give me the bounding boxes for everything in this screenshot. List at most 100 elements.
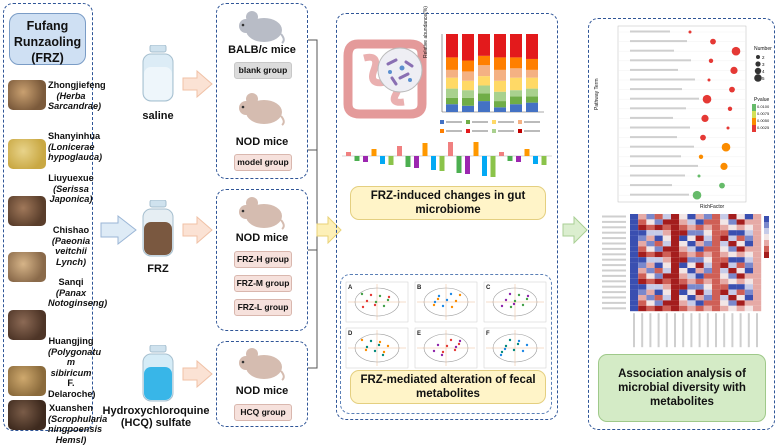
column-label-line (723, 313, 726, 348)
heatmap-cell (744, 300, 753, 306)
heatmap-cell (720, 251, 729, 258)
heatmap-cell (687, 230, 696, 236)
heatmap-cell (671, 284, 680, 290)
heatmap-cell (695, 278, 704, 285)
pca-point (509, 305, 513, 309)
heatmap-cell (679, 230, 688, 236)
heatmap-cell (654, 268, 663, 274)
pca-point (432, 303, 436, 307)
pca-panel-label: F (486, 331, 490, 337)
heatmap-cell (695, 289, 704, 295)
heatmap-cell (744, 289, 753, 295)
heatmap-cell (695, 268, 704, 274)
pathway-bubble (688, 30, 692, 34)
column-label-line (747, 313, 750, 348)
heatmap-key-step (764, 240, 769, 246)
heatmap-cell (662, 251, 671, 258)
column-label-line (665, 313, 668, 348)
heatmap-cell (654, 295, 663, 301)
pca-point (503, 347, 507, 351)
legend-text-line (446, 121, 462, 123)
pathway-label-line (630, 59, 691, 62)
size-legend-dot (754, 74, 762, 82)
herb-pinyin: Huangjing (48, 336, 94, 346)
control-mice-box (216, 3, 308, 179)
heatmap-cell (753, 300, 762, 306)
heatmap-cell (630, 268, 639, 274)
heatmap-cell (654, 235, 663, 241)
heatmap-cell (712, 235, 721, 241)
bar-segment (446, 34, 458, 58)
herb-image (8, 139, 46, 169)
bar-segment (510, 68, 522, 78)
legend-swatch (518, 120, 522, 124)
herb-latin: (Lonicerae hypoglauca) (48, 141, 103, 163)
pathway-label-line (630, 97, 699, 100)
association-arrow-icon (562, 216, 588, 244)
row-label-line (602, 242, 626, 245)
heatmap-cell (712, 214, 721, 220)
bar-segment (526, 69, 538, 78)
legend-swatch (518, 129, 522, 133)
heatmap-cell (671, 224, 680, 231)
lda-bar (541, 156, 547, 165)
pca-point (360, 292, 364, 296)
heatmap-cell (671, 257, 680, 263)
heatmap-cell (679, 214, 688, 220)
row-label-line (602, 226, 626, 229)
heatmap-cell (687, 224, 696, 231)
saline-arrow-icon (182, 70, 213, 98)
heatmap-cell (753, 295, 762, 301)
heatmap-cell (736, 273, 745, 279)
heatmap-cell (736, 289, 745, 295)
bar-segment (462, 105, 474, 112)
heatmap-cell (646, 235, 655, 241)
lda-bar (490, 156, 496, 177)
column-label-line (731, 313, 734, 348)
heatmap-cell (712, 268, 721, 274)
heatmap-cell (728, 284, 737, 290)
heatmap-cell (744, 246, 753, 252)
heatmap-cell (728, 273, 737, 279)
row-label-line (602, 285, 626, 288)
bracket-connector (308, 39, 318, 369)
heatmap-cell (728, 289, 737, 295)
bar-segment (494, 101, 506, 108)
herb-name: Shanyinhua(Lonicerae hypoglauca) (48, 131, 102, 163)
heatmap-key-step (764, 222, 769, 228)
lda-bar (448, 142, 453, 156)
herb-pinyin: Shanyinhua (48, 131, 101, 141)
herb-authority: F. Delaroche) (48, 378, 96, 399)
heatmap-cell (736, 300, 745, 306)
stacked-bar-chart (441, 34, 544, 113)
mouse-icon (239, 348, 285, 381)
heatmap-cell (703, 268, 712, 274)
heatmap-cell (679, 246, 688, 252)
row-label-line (602, 280, 626, 283)
heatmap-cell (630, 224, 639, 231)
heatmap-cell (638, 251, 647, 258)
legend-swatch (492, 120, 496, 124)
frz-l-group-badge: FRZ-L group (234, 299, 292, 316)
hcq-bottle-icon (142, 345, 174, 402)
row-label-line (602, 291, 626, 294)
pca-point (500, 350, 504, 354)
heatmap-cell (679, 284, 688, 290)
heatmap-cell (671, 246, 680, 252)
heatmap-cell (638, 268, 647, 274)
bar-segment (462, 80, 474, 91)
bar-segment (478, 34, 490, 56)
heatmap-key-step (764, 234, 769, 240)
heatmap-cell (671, 289, 680, 295)
lda-bar (439, 156, 445, 171)
pathway-bubble (719, 182, 725, 189)
pathway-bubble (701, 114, 709, 122)
pathway-label-line (630, 49, 674, 52)
pathway-bubble (700, 134, 706, 141)
bar-segment (510, 34, 522, 58)
heatmap-cell (695, 262, 704, 268)
bar-segment (526, 58, 538, 70)
heatmap-cell (630, 241, 639, 247)
heatmap-cell (662, 262, 671, 268)
heatmap-cell (736, 268, 745, 274)
